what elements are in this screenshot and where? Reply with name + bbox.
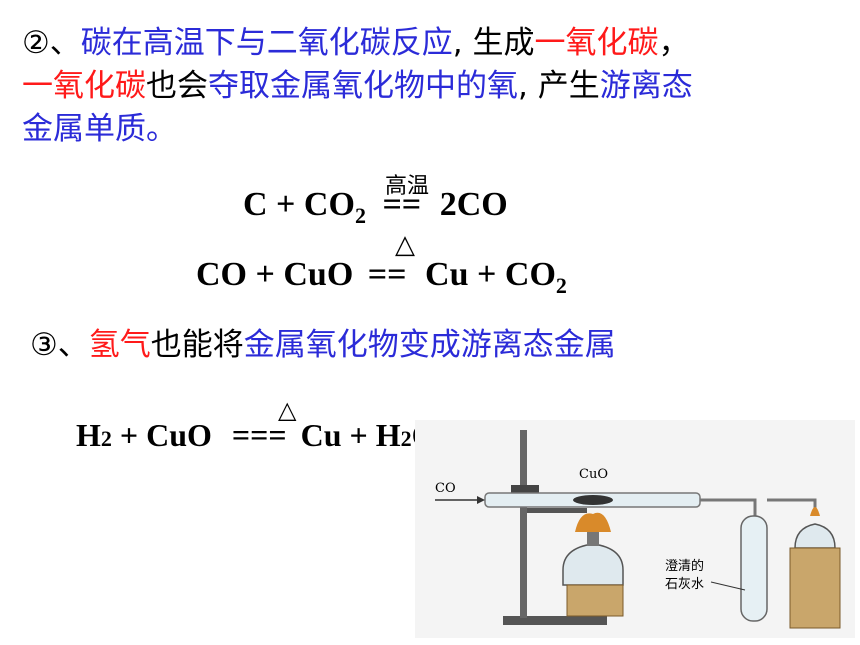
equation-2: CO + CuO == Cu + CO2 [196,256,567,298]
text-can: 也能将 [150,327,244,363]
test-tube [740,515,768,622]
eq3-right: Cu + H [300,417,401,453]
label-limewater-2: 石灰水 [665,577,704,592]
eq2-right: Cu + CO [425,256,556,293]
section-3-line: ③、氢气也能将金属氧化物变成游离态金属 [30,324,616,367]
eq3-sign: === [231,417,287,453]
text-free-state: 游离态 [599,68,693,104]
eq3-h: H [76,417,101,453]
text-carbon-reaction: 碳在高温下与二氧化碳反应 [80,25,453,61]
eq2-left: CO + CuO [196,256,354,293]
eq3-h-sub: 2 [100,426,112,451]
diagram-background [415,420,855,638]
eq1-condition: 高温 [385,174,430,199]
line-2: 一氧化碳也会夺取金属氧化物中的氧, 产生游离态 [22,65,852,108]
eq3-left-rest: + CuO [111,417,212,453]
marker-2: ②、 [22,25,81,61]
label-cuo: CuO [579,467,608,482]
text-metal-element: 金属单质。 [22,111,177,147]
wooden-block-1 [566,584,624,617]
ring-holder [527,508,587,513]
text-produce: , 产生 [518,68,600,104]
text-co-2: 一氧化碳 [22,68,146,104]
equation-3: H2 + CuO === Cu + H2O [76,417,437,454]
right-lamp [794,523,836,549]
lamp-wick [587,532,599,546]
label-co: CO [435,481,456,496]
eq3-r-sub: 2 [400,426,412,451]
text-generate: , 生成 [452,25,535,61]
text-co-1: 一氧化碳 [534,25,659,61]
apparatus-diagram: CO CuO 澄清的 石灰水 [415,420,855,638]
arrow-head [477,496,485,504]
eq1-subscript: 2 [354,203,366,228]
text-take-oxygen: 夺取金属氧化物中的氧 [208,68,518,104]
label-limewater-1: 澄清的 [665,558,704,574]
wooden-block-2 [789,547,841,629]
eq2-subscript: 2 [555,273,567,298]
stand-base [503,616,607,625]
section-2-paragraph: ②、碳在高温下与二氧化碳反应, 生成一氧化碳， 一氧化碳也会夺取金属氧化物中的氧… [22,22,852,151]
text-also: 也会 [146,68,208,104]
line-1: ②、碳在高温下与二氧化碳反应, 生成一氧化碳， [22,22,852,65]
eq3-condition: △ [278,396,297,424]
text-hydrogen: 氢气 [88,327,151,363]
eq1-sign: == [382,186,422,223]
eq1-left: C + CO [243,186,355,223]
text-metal-oxide-free: 金属氧化物变成游离态金属 [243,327,616,363]
eq2-sign: == [367,256,407,293]
text-comma: ， [658,25,690,61]
label-pointer [710,581,746,591]
burner-flame [575,512,611,532]
clamp [511,485,539,495]
eq2-condition: △ [395,230,415,260]
exhaust-flame [810,507,820,516]
marker-3: ③、 [30,327,89,363]
equation-1: C + CO2 == 2CO [243,186,508,228]
cuo-sample [573,495,613,505]
eq1-right: 2CO [439,186,508,223]
stand-rod [520,430,527,618]
line-3: 金属单质。 [22,108,852,151]
